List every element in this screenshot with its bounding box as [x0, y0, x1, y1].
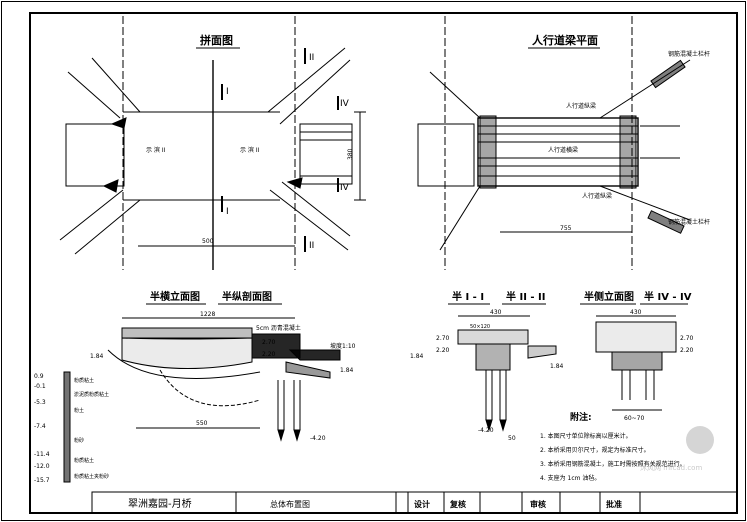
soil-layer-1: 粉质粘土	[74, 377, 94, 384]
title-review: 审核	[530, 499, 546, 509]
plan-note-left: 示 滨 II	[146, 146, 166, 154]
ped-plan-view: 人行道梁平面 755 人行道纵梁 人行道横梁 人行道纵梁 钢筋混凝土栏杆 钢筋混…	[417, 16, 710, 270]
watermark: 沐风网 mfcad.com	[640, 426, 714, 472]
soil-layer-2: 淤泥质粉质粘土	[74, 391, 109, 398]
notes-item-4: 4. 支座为 1cm 油毡。	[540, 474, 600, 482]
notes-block: 附注: 1. 本图尺寸单位除标高以厘米计。 2. 本桥采用贝尔尺寸，规定为标准尺…	[540, 411, 686, 482]
sec-elev-b: 2.20	[436, 347, 450, 354]
notes-item-1: 1. 本图尺寸单位除标高以厘米计。	[540, 432, 632, 440]
soil-level-5: -11.4	[34, 451, 50, 458]
ped-label-3: 人行道纵梁	[582, 192, 612, 200]
soil-level-3: -5.3	[34, 399, 46, 406]
plan-view: 拼面图 I I II II	[59, 16, 366, 270]
elevation-view: 半横立面图 半纵剖面图 1228 550 5cm 沥青混凝土 坡度1:10 2.…	[90, 290, 356, 442]
side-elev-b: 2.20	[680, 347, 694, 354]
elev-b: 2.20	[262, 351, 276, 358]
soil-level-2: -0.1	[34, 383, 46, 390]
ped-label-1: 人行道纵梁	[566, 102, 596, 110]
elev-e: -4.20	[310, 435, 326, 442]
section-mark-ii-bottom: II	[309, 241, 314, 251]
sec-1-title: 半 I - I	[452, 290, 484, 303]
elev-a: 2.70	[262, 339, 276, 346]
soil-column: 0.9 -0.1 -5.3 -7.4 -11.4 -12.0 -15.7 粉质粘…	[34, 371, 109, 484]
elev-c: 1.84	[90, 353, 104, 360]
sec-elev-c: 1.84	[410, 353, 424, 360]
soil-level-6: -12.0	[34, 463, 50, 470]
notes-item-3: 3. 本桥采用钢筋混凝土，施工时需按照有关规范进行。	[540, 460, 686, 468]
side-bottom-dim: 60~70	[624, 415, 644, 422]
ped-label-5: 钢筋混凝土栏杆	[668, 218, 710, 226]
soil-level-1: 0.9	[34, 373, 44, 380]
soil-layer-4: 粉砂	[74, 437, 84, 444]
half-long-title: 半纵剖面图	[222, 290, 272, 303]
ped-label-4: 钢筋混凝土栏杆	[668, 50, 710, 58]
side-elev-title: 半侧立面图	[584, 290, 634, 303]
notes-item-2: 2. 本桥采用贝尔尺寸，规定为标准尺寸。	[540, 446, 650, 454]
section-mark-iv-bottom: IV	[340, 183, 350, 193]
notes-heading: 附注:	[570, 411, 592, 423]
elev-note: 5cm 沥青混凝土	[256, 324, 301, 332]
title-block: 翠洲嘉园-月桥 总体布置图 设计 复核 审核 批准	[91, 491, 738, 514]
title-check: 复核	[449, 499, 466, 509]
elev-slope: 坡度1:10	[330, 342, 356, 350]
sec-4-title: 半 IV - IV	[644, 290, 692, 303]
section-mark-ii-top: II	[309, 53, 314, 63]
plan-dim-bottom: 500	[202, 238, 214, 245]
elev-span: 550	[196, 420, 208, 427]
side-elev-a: 2.70	[680, 335, 694, 342]
sec-elev-a: 2.70	[436, 335, 450, 342]
half-elev-title: 半横立面图	[150, 290, 200, 303]
sec-elev-e: -4.20	[478, 427, 494, 434]
ped-dim-bottom: 755	[560, 225, 572, 232]
title-design: 设计	[414, 499, 430, 509]
side-view: 半侧立面图 半 IV - IV 430 2.70 2.20 60~70	[580, 290, 694, 422]
sec-base: 50	[508, 435, 516, 442]
soil-layer-3: 粉土	[74, 407, 84, 414]
title-project: 翠洲嘉园-月桥	[128, 497, 192, 510]
section-mark-i-top: I	[226, 87, 229, 97]
soil-level-7: -15.7	[34, 477, 50, 484]
plan-note-right: 示 滨 II	[240, 146, 260, 154]
ped-label-2: 人行道横梁	[548, 146, 578, 154]
plan-title: 拼面图	[200, 33, 233, 47]
title-drawing: 总体布置图	[270, 499, 310, 509]
title-approve: 批准	[606, 499, 622, 509]
soil-layer-6: 粉质粘土夹粉砂	[74, 473, 109, 480]
ped-plan-title: 人行道梁平面	[532, 33, 598, 47]
sec-2-title: 半 II - II	[506, 290, 545, 303]
watermark-text: 沐风网 mfcad.com	[640, 463, 702, 472]
sec-small-dim: 50×120	[470, 324, 490, 330]
plan-dim-right: 380	[347, 148, 354, 160]
side-width: 430	[630, 309, 642, 316]
soil-layer-5: 粉质粘土	[74, 457, 94, 464]
section-view: 半 I - I 半 II - II 430 50×120 2.70 2.20 1…	[410, 290, 564, 442]
sec-elev-d: 1.84	[550, 363, 564, 370]
section-mark-i-bottom: I	[226, 207, 229, 217]
elev-d: 1.84	[340, 367, 354, 374]
soil-level-4: -7.4	[34, 423, 46, 430]
sec-width: 430	[490, 309, 502, 316]
elev-top-dim: 1228	[200, 311, 215, 318]
section-mark-iv-top: IV	[340, 99, 350, 109]
